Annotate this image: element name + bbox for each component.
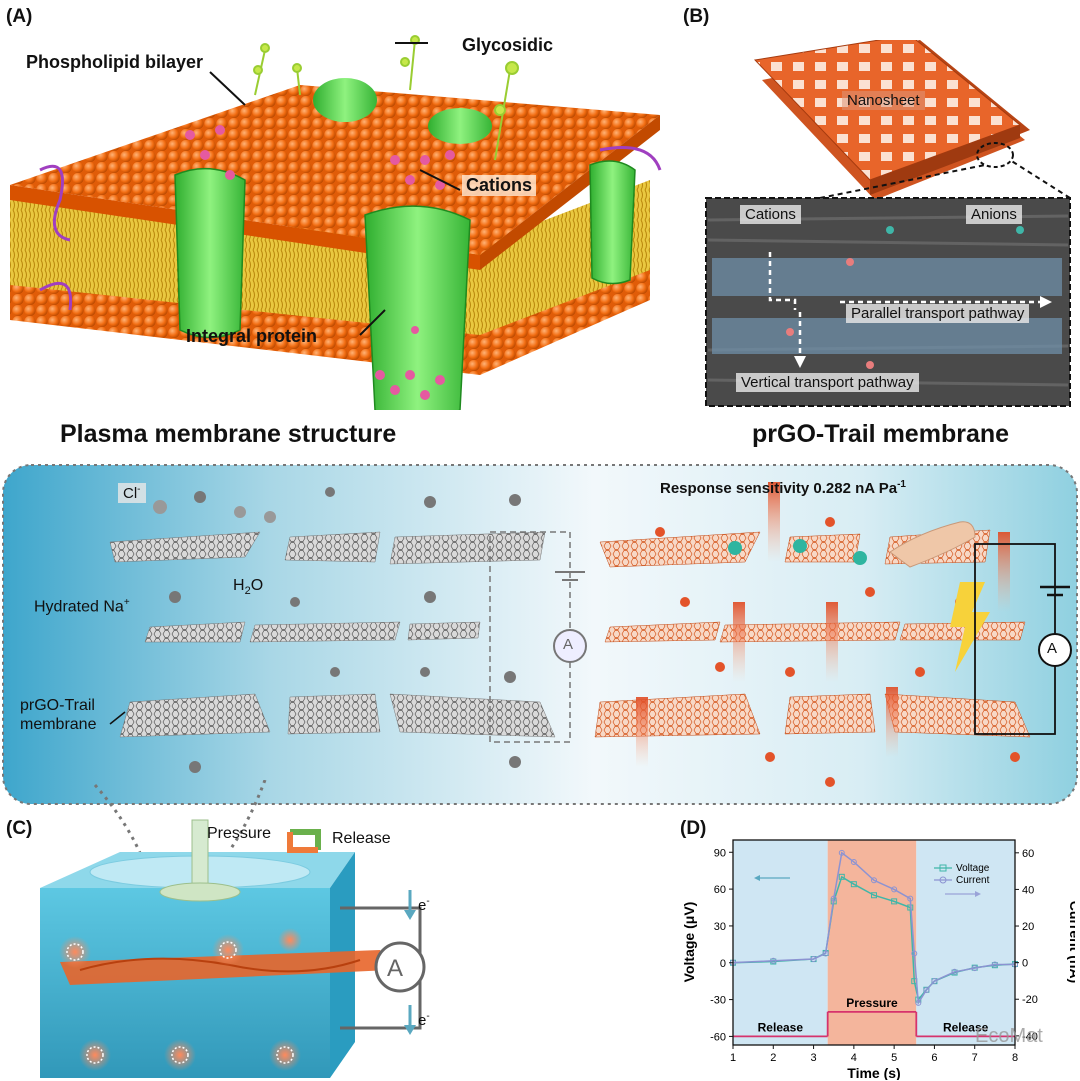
y-left-tick-label: 0: [720, 958, 726, 970]
current-point: [915, 999, 922, 1006]
current-point: [931, 977, 938, 984]
current-point: [830, 895, 837, 902]
current-point: [991, 961, 998, 968]
current-point: [891, 886, 898, 893]
region-1: [827, 840, 917, 1045]
water-h: H: [233, 577, 245, 594]
current-point: [838, 849, 845, 856]
pressure-label: Pressure: [207, 825, 272, 842]
chloride-sup: -: [137, 484, 141, 495]
panel-b-label: (B): [683, 6, 710, 27]
x-tick-label: 8: [1012, 1052, 1018, 1064]
x-tick-label: 3: [811, 1052, 817, 1064]
panel-a-title: Plasma membrane structure: [60, 420, 397, 448]
legend-voltage: Voltage: [956, 863, 990, 874]
hydrated-na-sup: +: [123, 597, 130, 608]
voltage-point: [850, 881, 857, 888]
water-sub: 2: [244, 585, 251, 598]
y-left-tick-label: 90: [714, 847, 726, 859]
water-label: H2O: [233, 577, 263, 597]
current-point: [822, 950, 829, 957]
watermark: EcoMat: [975, 1025, 1043, 1047]
b-anions-label: Anions: [966, 205, 1022, 224]
panel-a-label: (A): [6, 6, 33, 27]
chloride-text: Cl: [123, 485, 138, 502]
device-illustration: [40, 780, 426, 1078]
plasma-membrane-illustration: [10, 35, 662, 410]
voltage-point: [871, 892, 877, 899]
panel-c-label: (C): [6, 818, 33, 839]
right-ammeter-symbol: A: [1047, 640, 1058, 657]
phospholipid-bilayer-label: Phospholipid bilayer: [26, 52, 204, 72]
glycosidic-label: Glycosidic: [462, 35, 554, 55]
y-right-tick-label: 20: [1022, 921, 1034, 933]
voltage-point: [838, 873, 845, 880]
y-right-tick-label: 40: [1022, 884, 1034, 896]
y-right-tick-label: -20: [1022, 994, 1038, 1006]
region-label-2: Release: [943, 1020, 989, 1034]
vertical-pathway-label: Vertical transport pathway: [736, 373, 919, 392]
y-right-tick-label: 60: [1022, 848, 1034, 860]
sensitivity-text: Response sensitivity 0.282 nA Pa: [660, 480, 898, 497]
cations-label: Cations: [462, 175, 537, 196]
current-point: [810, 955, 817, 962]
hydrated-na-text: Hydrated Na: [34, 598, 124, 616]
hydrated-na-label: Hydrated Na+: [34, 597, 130, 616]
electron-bottom-text: e: [418, 1012, 427, 1029]
panel-d-label: (D): [680, 818, 707, 839]
current-point: [770, 957, 777, 964]
region-label-0: Release: [758, 1020, 804, 1034]
x-axis-label: Time (s): [847, 1065, 900, 1080]
nanosheet-label: Nanosheet: [842, 91, 925, 110]
electron-top-label: e-: [418, 896, 430, 914]
electron-top-sup: -: [426, 896, 430, 907]
left-ammeter-symbol: A: [563, 636, 574, 653]
current-point: [907, 895, 914, 902]
x-tick-label: 6: [931, 1052, 937, 1064]
electron-bottom-sup: -: [426, 1011, 430, 1022]
y-axis-right-label: Current (nA): [1067, 901, 1075, 983]
x-tick-label: 2: [770, 1052, 776, 1064]
panel-b-title: prGO-Trail membrane: [752, 420, 1010, 448]
c-ammeter-symbol: A: [387, 955, 404, 982]
current-point: [923, 987, 930, 994]
legend-current: Current: [956, 875, 990, 886]
region-0: [733, 840, 828, 1045]
current-point: [951, 968, 958, 975]
x-tick-label: 7: [972, 1052, 978, 1064]
b-cations-label: Cations: [740, 205, 801, 224]
release-label: Release: [332, 830, 391, 847]
parallel-pathway-label: Parallel transport pathway: [846, 304, 1030, 323]
current-point: [871, 877, 877, 884]
y-right-tick-label: 0: [1022, 958, 1028, 970]
y-left-tick-label: 30: [714, 921, 726, 933]
x-tick-label: 5: [891, 1052, 897, 1064]
prgo-trail-illustration: [705, 40, 1071, 407]
y-left-tick-label: 60: [714, 884, 726, 896]
water-o: O: [250, 577, 264, 594]
electron-top-text: e: [418, 897, 427, 914]
y-right-tick-label: -40: [1022, 1031, 1038, 1043]
voltage-point: [891, 898, 898, 905]
integral-protein-label: Integral protein: [186, 326, 318, 346]
ion-transport-schematic: [2, 464, 1078, 805]
y-left-tick-label: -60: [710, 1031, 726, 1043]
region-label-1: Pressure: [846, 996, 898, 1010]
y-left-tick-label: -30: [710, 995, 726, 1007]
sensitivity-label: Response sensitivity 0.282 nA Pa-1: [660, 479, 906, 497]
current-point: [911, 950, 918, 957]
electron-bottom-label: e-: [418, 1011, 430, 1029]
y-axis-left-label: Voltage (μV): [681, 902, 697, 983]
x-tick-label: 1: [730, 1052, 736, 1064]
current-point: [971, 965, 978, 972]
region-2: [916, 840, 1015, 1045]
sensitivity-sup: -1: [897, 479, 906, 490]
membrane-label: prGO-Trail membrane: [20, 697, 97, 733]
current-point: [850, 858, 857, 865]
chloride-label: Cl-: [118, 483, 146, 503]
x-tick-label: 4: [851, 1052, 857, 1064]
